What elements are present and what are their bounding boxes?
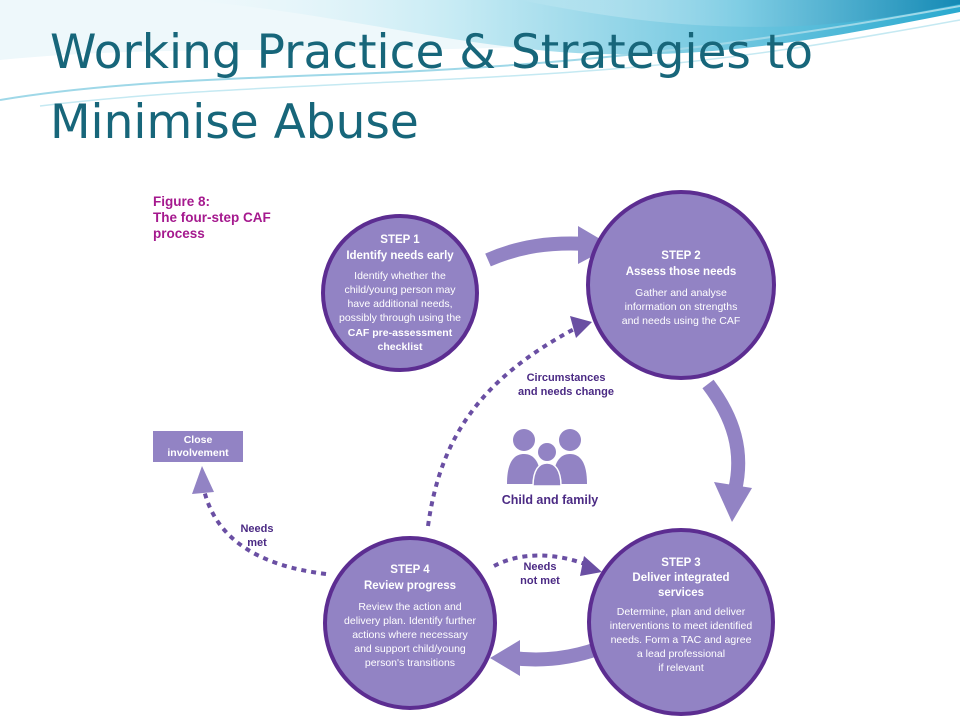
close-involvement-box: Close involvement [153, 431, 243, 462]
close-involvement-line-1: Close [184, 434, 213, 446]
arrowhead-step3-to-step4 [490, 640, 520, 676]
caf-process-diagram: STEP 1 Identify needs early Identify whe… [143, 183, 805, 720]
step-1-body-line: possibly through using the [339, 312, 461, 324]
figure-caption-line-3: process [153, 226, 205, 241]
step-3-label: STEP 3 [661, 557, 700, 569]
arrow-step2-to-step3 [702, 379, 746, 492]
step-1-body-bold-line: checklist [378, 341, 423, 353]
step-1-body-bold-line: CAF pre-assessment [348, 327, 453, 339]
dotted-arrow-circumstances-change [426, 326, 577, 527]
needs-not-met-label-line-1: Needs [523, 561, 556, 573]
step-2-body-line: and needs using the CAF [622, 315, 741, 327]
step-3-circle: STEP 3 Deliver integrated services Deter… [587, 528, 775, 716]
step-2-circle: STEP 2 Assess those needs Gather and ana… [586, 190, 776, 380]
figure-caption-line-2: The four-step CAF [153, 210, 271, 225]
needs-met-label-line-2: met [247, 537, 267, 549]
step-3-body-line: if relevant [658, 662, 704, 674]
step-2-title: Assess those needs [626, 266, 737, 278]
header-wave-line [0, 5, 960, 101]
step-1-body-line: child/young person may [345, 284, 457, 296]
header-wave-dark [520, 0, 960, 27]
arrowhead-needs-not-met [580, 556, 602, 576]
figure-caption: Figure 8: The four-step CAF process [153, 194, 323, 242]
step-4-body-line: Review the action and [358, 601, 461, 613]
step-3-body-line: Determine, plan and deliver [617, 606, 746, 618]
header-wave-line2 [39, 19, 960, 107]
step-4-circle: STEP 4 Review progress Review the action… [323, 536, 497, 710]
needs-not-met-label-line-2: not met [520, 575, 560, 587]
step-1-circle: STEP 1 Identify needs early Identify whe… [321, 214, 479, 372]
step-4-label: STEP 4 [390, 564, 430, 576]
slide-title-line-2: Minimise Abuse [50, 95, 419, 150]
step-4-body-line: actions where necessary [352, 629, 468, 641]
step-3-title: Deliver integrated [632, 572, 729, 584]
close-involvement-line-2: involvement [167, 447, 229, 459]
step-1-body-line: Identify whether the [354, 270, 446, 282]
slide-title: Working Practice & Strategies to Minimis… [50, 18, 930, 158]
arrowhead-needs-met [192, 466, 214, 494]
arrow-step1-to-step2 [485, 236, 589, 267]
step-4-body-line: and support child/young [354, 643, 466, 655]
step-3-body-line: interventions to meet identified [610, 620, 753, 632]
needs-met-label-line-1: Needs [240, 523, 273, 535]
step-2-label: STEP 2 [661, 250, 700, 262]
step-2-body-line: Gather and analyse [635, 287, 727, 299]
arrowhead-circumstances-change [570, 316, 592, 338]
step-4-body-line: person's transitions [365, 657, 455, 669]
step-1-label: STEP 1 [380, 234, 420, 246]
child-and-family-label: Child and family [502, 493, 599, 507]
arrowhead-step2-to-step3 [714, 482, 752, 522]
step-1-body-line: have additional needs, [347, 298, 452, 310]
circumstances-label-line-1: Circumstances [527, 372, 606, 384]
step-3-body-line: a lead professional [637, 648, 725, 660]
step-3-title-2: services [658, 587, 704, 599]
step-4-title: Review progress [364, 580, 456, 592]
family-icon [507, 429, 587, 487]
step-2-body-line: information on strengths [625, 301, 738, 313]
step-3-body-line: needs. Form a TAC and agree [611, 634, 752, 646]
step-4-body-line: delivery plan. Identify further [344, 615, 476, 627]
circumstances-label-line-2: and needs change [518, 386, 614, 398]
figure-caption-line-1: Figure 8: [153, 194, 211, 209]
step-1-title: Identify needs early [346, 250, 454, 262]
dotted-arrow-needs-met [202, 489, 327, 576]
slide-title-line-1: Working Practice & Strategies to [50, 25, 814, 80]
